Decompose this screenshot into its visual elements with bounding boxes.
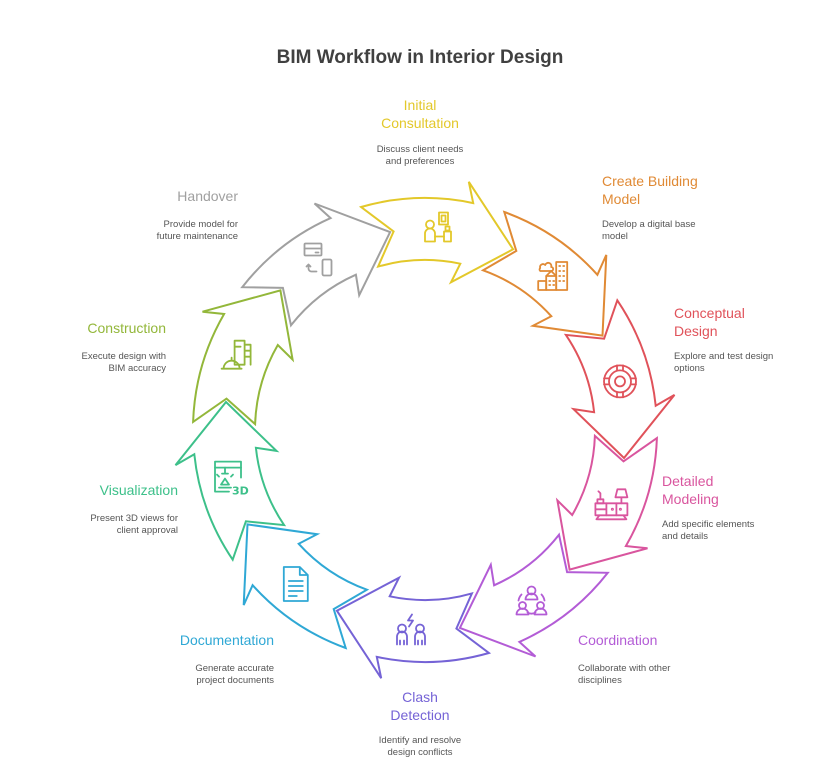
step-title-handover: Handover	[78, 187, 238, 205]
step-title-create-building-model: Create Building Model	[602, 172, 802, 208]
step-title-visualization: Visualization	[18, 481, 178, 499]
desc-line: client approval	[116, 525, 178, 536]
desc-line: Identify and resolve	[378, 735, 462, 746]
step-desc-construction: Execute design with BIM accuracy	[6, 351, 167, 375]
arrow-create-building-model	[480, 210, 608, 337]
title-line: Model	[602, 191, 641, 207]
title-line: Construction	[87, 320, 166, 336]
desc-line: Explore and test design	[674, 351, 774, 362]
desc-line: Discuss client needs	[376, 144, 464, 155]
step-title-conceptual-design: Conceptual Design	[674, 304, 834, 340]
desc-line: Generate accurate	[195, 663, 274, 674]
arrow-clash-detection	[335, 575, 492, 679]
arrow-handover	[240, 202, 392, 328]
step-title-coordination: Coordination	[578, 631, 778, 649]
conflict-people-icon	[396, 613, 426, 646]
title-line: Detection	[390, 707, 450, 723]
title-line: Create Building	[602, 173, 698, 189]
arrow-construction	[192, 289, 295, 427]
title-line: Handover	[177, 188, 238, 204]
arrow-initial-consultation	[358, 181, 515, 285]
desc-line: and details	[662, 531, 708, 542]
title-line: Visualization	[99, 482, 178, 498]
step-desc-conceptual-design: Explore and test design options	[674, 351, 834, 375]
desc-line: Collaborate with other	[578, 663, 671, 674]
arrow-conceptual-design	[563, 298, 676, 460]
title-line: Design	[674, 323, 718, 339]
furniture-icon	[594, 488, 629, 521]
title-line: Detailed	[662, 473, 714, 489]
desc-line: project documents	[196, 675, 274, 686]
desc-line: BIM accuracy	[108, 363, 166, 374]
desc-line: and preferences	[385, 156, 455, 167]
document-icon	[282, 566, 309, 602]
buildings-icon	[537, 261, 569, 291]
desc-line: Develop a digital base	[602, 219, 696, 230]
step-title-documentation: Documentation	[74, 631, 274, 649]
diagram-title: BIM Workflow in Interior Design	[276, 47, 564, 68]
desc-line: Present 3D views for	[90, 513, 178, 524]
step-desc-detailed-modeling: Add specific elements and details	[662, 519, 832, 543]
step-title-clash-detection: Clash Detection	[340, 688, 500, 724]
title-line: Initial	[403, 97, 437, 113]
arrow-coordination	[458, 532, 610, 658]
desc-line: design conflicts	[387, 747, 453, 758]
title-line: Coordination	[578, 632, 658, 648]
step-desc-coordination: Collaborate with other disciplines	[578, 663, 778, 687]
step-desc-clash-detection: Identify and resolve design conflicts	[340, 735, 500, 759]
step-desc-visualization: Present 3D views for client approval	[18, 513, 178, 537]
team-icon	[515, 585, 548, 616]
desc-line: Execute design with	[81, 351, 167, 362]
arrow-documentation	[242, 523, 370, 650]
desc-line: Provide model for	[163, 219, 238, 230]
step-desc-handover: Provide model for future maintenance	[78, 219, 238, 243]
title-line: Documentation	[179, 632, 274, 648]
desc-line: Add specific elements	[662, 519, 755, 530]
step-desc-initial-consultation: Discuss client needs and preferences	[340, 144, 500, 168]
step-desc-documentation: Generate accurate project documents	[74, 663, 274, 687]
title-line: Clash	[402, 689, 438, 705]
desc-line: options	[674, 363, 705, 374]
arrow-visualization	[174, 400, 287, 562]
title-line: Modeling	[662, 491, 719, 507]
step-title-initial-consultation: Initial Consultation	[340, 96, 500, 132]
desc-line: disciplines	[578, 675, 622, 686]
3d-printer-icon: 3D	[214, 460, 249, 498]
svg-text:3D: 3D	[232, 485, 249, 498]
target-wheel-icon	[603, 364, 637, 399]
client-meeting-icon	[424, 211, 452, 243]
step-title-detailed-modeling: Detailed Modeling	[662, 472, 832, 508]
step-title-construction: Construction	[6, 319, 166, 337]
title-line: Conceptual	[674, 305, 745, 321]
title-line: Consultation	[381, 115, 459, 131]
desc-line: model	[602, 231, 628, 242]
device-transfer-icon	[303, 242, 333, 277]
desc-line: future maintenance	[156, 231, 238, 242]
step-desc-create-building-model: Develop a digital base model	[602, 219, 802, 243]
construction-helmet-icon	[220, 339, 252, 370]
